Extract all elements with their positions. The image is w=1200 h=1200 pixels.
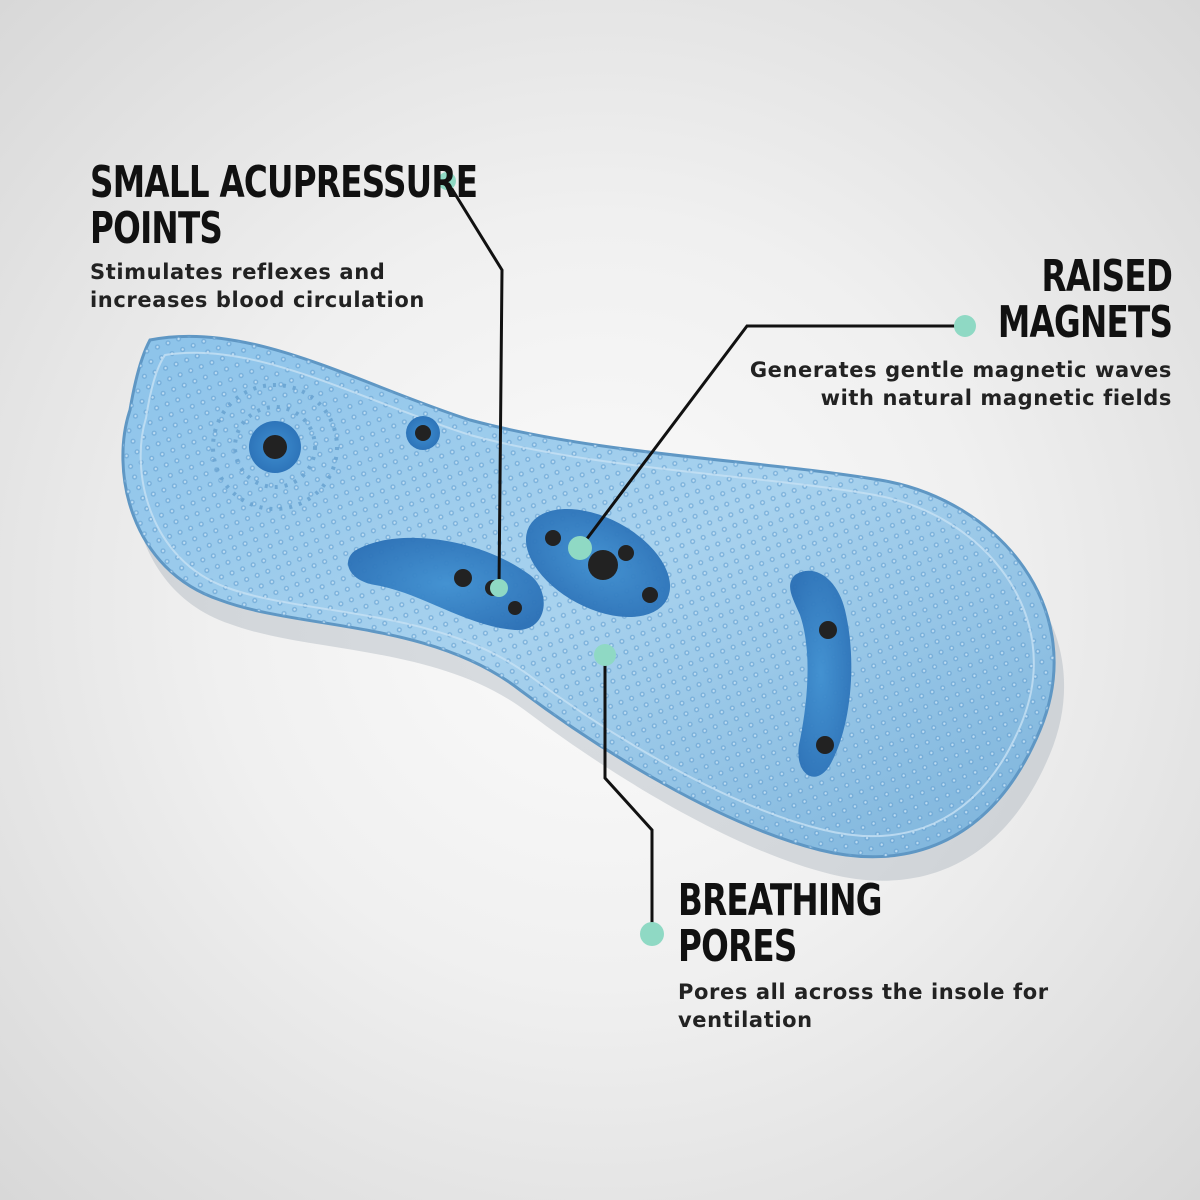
arch-magnet-1 (454, 569, 472, 587)
magnets-end-dot (568, 536, 592, 560)
heel-magnet (263, 435, 287, 459)
pores-dot (640, 922, 664, 946)
forefoot-magnet-2 (816, 736, 834, 754)
callout-title-line: SMALL ACUPRESSURE (90, 157, 478, 208)
heel-small-magnet (415, 425, 431, 441)
callout-title-line: PORES (678, 921, 797, 972)
midfoot-magnet-2 (618, 545, 634, 561)
arch-magnet-3 (508, 601, 522, 615)
midfoot-magnet-center (588, 550, 618, 580)
callout-description-line: with natural magnetic fields (820, 386, 1172, 410)
acupressure-dot (438, 172, 456, 190)
midfoot-magnet-3 (642, 587, 658, 603)
callout-title-line: MAGNETS (997, 297, 1173, 348)
callout-title-line: POINTS (90, 203, 223, 254)
magnets-dot (954, 315, 976, 337)
callout-title-line: RAISED (1041, 251, 1172, 302)
callout-breathing-pores: BREATHING PORES Pores all across the ins… (678, 878, 1049, 1034)
callout-description-line: Stimulates reflexes and (90, 260, 386, 284)
leader-line-acupressure (445, 180, 504, 589)
leader-line-magnets (578, 324, 963, 549)
callout-title-line: BREATHING (678, 875, 882, 926)
acupressure-end-dot (490, 579, 508, 597)
forefoot-magnet-pad (790, 570, 852, 777)
leader-line-pores (603, 655, 654, 934)
callout-description-line: increases blood circulation (90, 288, 425, 312)
heel-pore-ring-inner (233, 405, 317, 489)
insole-rim (139, 351, 1035, 838)
callout-description-line: Pores all across the insole for (678, 980, 1049, 1004)
pores-start-dot (594, 644, 616, 666)
midfoot-magnet-1 (545, 530, 561, 546)
heel-pore-ring-outer (211, 383, 339, 511)
callout-description-line: Generates gentle magnetic waves (749, 358, 1172, 382)
arch-magnet-pad (348, 537, 544, 631)
callout-description-line: ventilation (678, 1008, 813, 1032)
callout-raised-magnets: RAISED MAGNETS Generates gentle magnetic… (749, 251, 1173, 412)
forefoot-magnet-1 (819, 621, 837, 639)
callout-small-acupressure: SMALL ACUPRESSURE POINTS Stimulates refl… (90, 160, 613, 314)
